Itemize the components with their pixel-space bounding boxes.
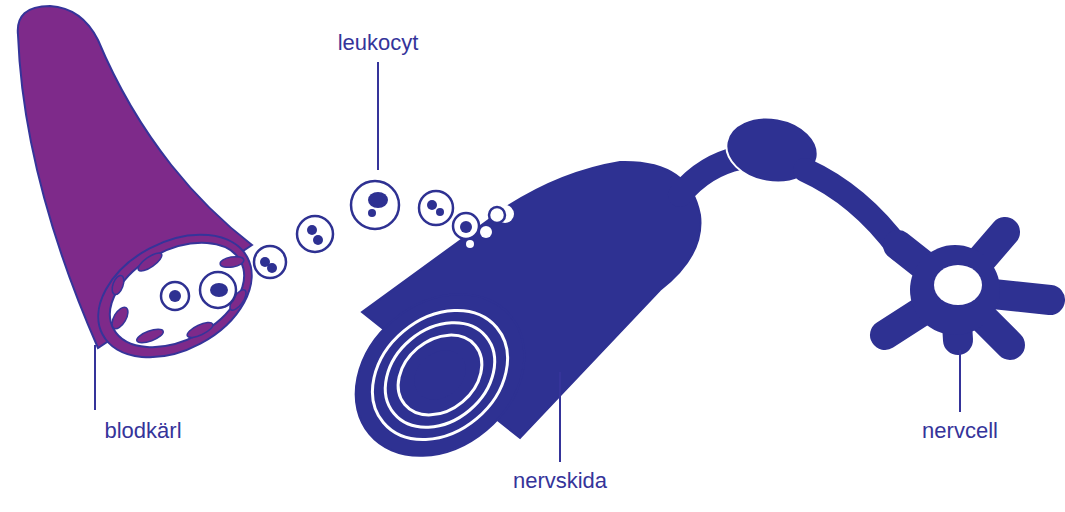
leukocyte-nuclei xyxy=(169,192,472,302)
part-label: blodkärl xyxy=(104,418,181,444)
endothelial-cell xyxy=(219,255,244,269)
leukocyte xyxy=(200,272,236,308)
endothelial-cell xyxy=(185,320,215,341)
part-label: nervcell xyxy=(922,418,998,444)
leukocyte xyxy=(489,207,505,223)
vessel-lumen xyxy=(92,221,261,368)
leader-line xyxy=(559,372,561,462)
neuron xyxy=(680,110,1050,345)
nerve-sheath xyxy=(323,162,700,489)
nucleus xyxy=(368,192,388,208)
soma xyxy=(910,245,1000,335)
nucleus xyxy=(307,225,317,235)
blood-vessel xyxy=(18,6,273,382)
cell-nucleus xyxy=(934,265,982,305)
leukocyte xyxy=(161,282,189,310)
sheath-front xyxy=(323,261,557,490)
nucleus xyxy=(267,263,277,273)
endothelial-cell xyxy=(136,250,165,274)
part-label: nervskida xyxy=(513,468,607,494)
endothelial-cell xyxy=(135,327,165,346)
sheath-layer xyxy=(382,319,497,432)
leukocytes xyxy=(161,181,505,310)
sheath-bite xyxy=(480,226,492,238)
nucleus xyxy=(427,200,437,210)
leukocyte xyxy=(419,191,453,225)
leader-line xyxy=(94,345,96,410)
leukocyte xyxy=(453,213,479,239)
nucleus xyxy=(436,208,444,216)
nucleus xyxy=(313,235,323,245)
nucleus xyxy=(210,283,228,297)
vessel-opening xyxy=(77,210,273,382)
part-label: leukocyt xyxy=(338,30,419,56)
nucleus xyxy=(368,209,376,217)
leader-line xyxy=(377,62,379,170)
axon xyxy=(680,158,740,195)
sheath-layer xyxy=(364,301,515,449)
leukocyte xyxy=(254,246,286,278)
endothelial-cell xyxy=(109,305,131,332)
nucleus xyxy=(169,290,181,302)
axon-core xyxy=(404,340,475,410)
nucleus xyxy=(460,221,472,233)
nerve-cell-body xyxy=(885,232,1050,345)
leader-line xyxy=(959,350,961,412)
leukocyte xyxy=(297,216,333,252)
sheath-bite xyxy=(466,240,474,248)
endothelial-cell xyxy=(110,274,126,296)
leader-lines xyxy=(95,62,960,462)
sheath-layer xyxy=(347,284,534,466)
leukocyte xyxy=(351,181,399,229)
endothelial-cells xyxy=(109,250,249,346)
